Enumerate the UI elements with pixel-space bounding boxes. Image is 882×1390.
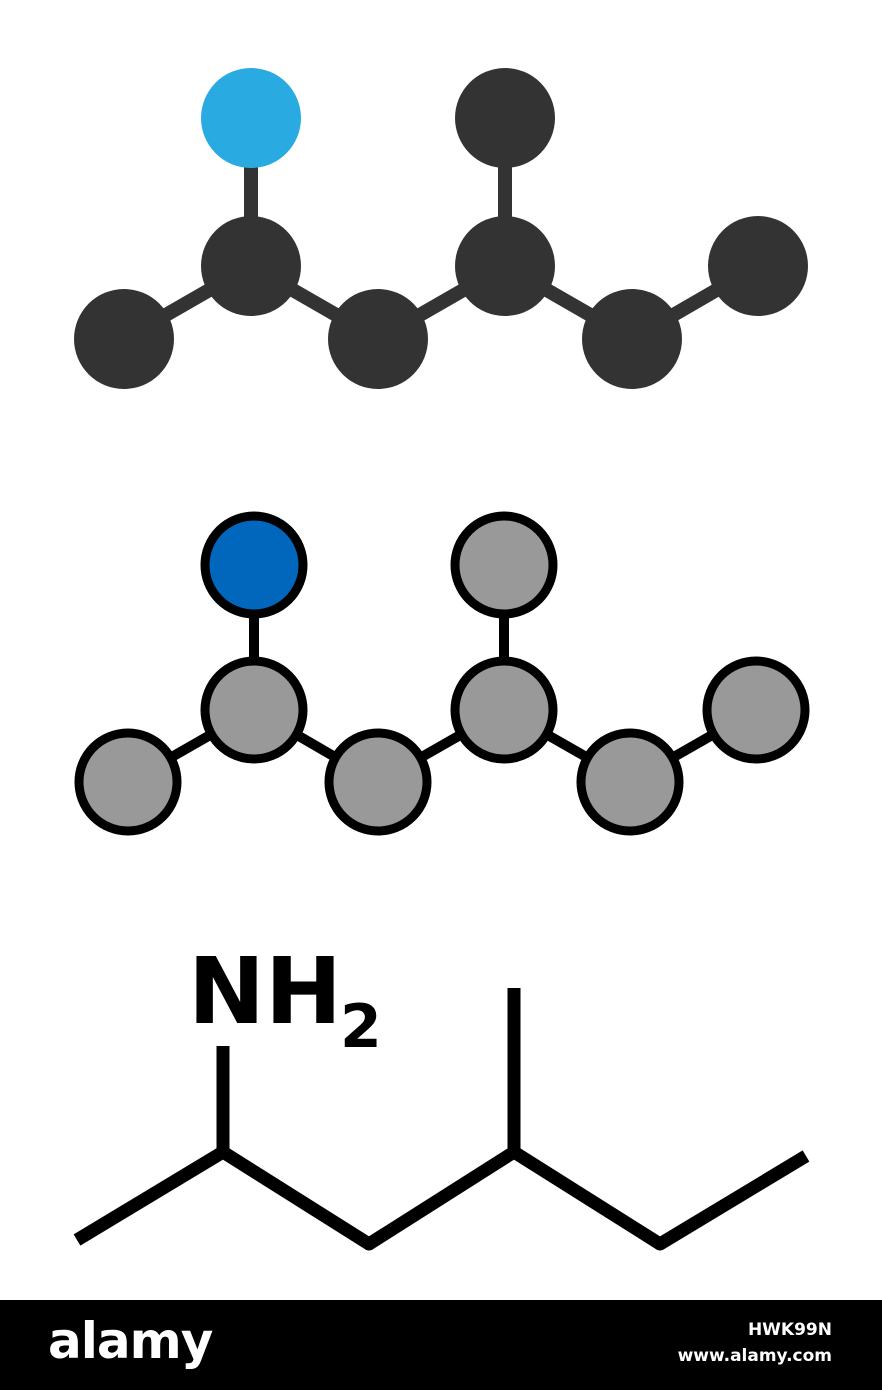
carbon-atom-C6 xyxy=(708,216,808,316)
skeletal-vertex-C4 xyxy=(507,1145,521,1159)
carbon-atom-C2 xyxy=(200,656,308,764)
skeletal-vertex-C5 xyxy=(653,1237,667,1251)
carbon-atom-C2 xyxy=(201,216,301,316)
skeletal-bond-C2-C1 xyxy=(73,1146,227,1246)
carbon-atom-C5 xyxy=(576,728,684,836)
nitrogen-atom-N xyxy=(201,68,301,168)
watermark-footer: alamy HWK99N www.alamy.com xyxy=(0,1300,882,1390)
carbon-atom-C4 xyxy=(450,656,558,764)
amine-subscript: 2 xyxy=(340,992,382,1062)
carbon-atom-C3 xyxy=(328,289,428,389)
brand-logo: alamy xyxy=(48,1312,213,1370)
skeletal-vertex-C3 xyxy=(362,1237,376,1251)
site-url-label: www.alamy.com xyxy=(677,1346,832,1366)
carbon-atom-C1 xyxy=(74,728,182,836)
carbon-atom-C6 xyxy=(702,656,810,764)
carbon-atom-C1 xyxy=(74,289,174,389)
amine-label: NH xyxy=(188,938,342,1045)
carbon-atom-CM xyxy=(450,511,558,619)
skeletal-vertex-C2 xyxy=(216,1145,230,1159)
skeletal-bond-C4-C5 xyxy=(510,1146,664,1250)
carbon-atom-CM xyxy=(455,68,555,168)
carbon-atom-C5 xyxy=(582,289,682,389)
nitrogen-atom-N xyxy=(200,511,308,619)
carbon-atom-C4 xyxy=(455,216,555,316)
skeletal-bond-C2-C3 xyxy=(219,1146,373,1250)
skeletal-bond-C3-C4 xyxy=(365,1146,518,1250)
image-id-label: HWK99N xyxy=(747,1320,832,1340)
carbon-atom-C3 xyxy=(324,728,432,836)
skeletal-bond-C5-C6 xyxy=(656,1150,810,1250)
